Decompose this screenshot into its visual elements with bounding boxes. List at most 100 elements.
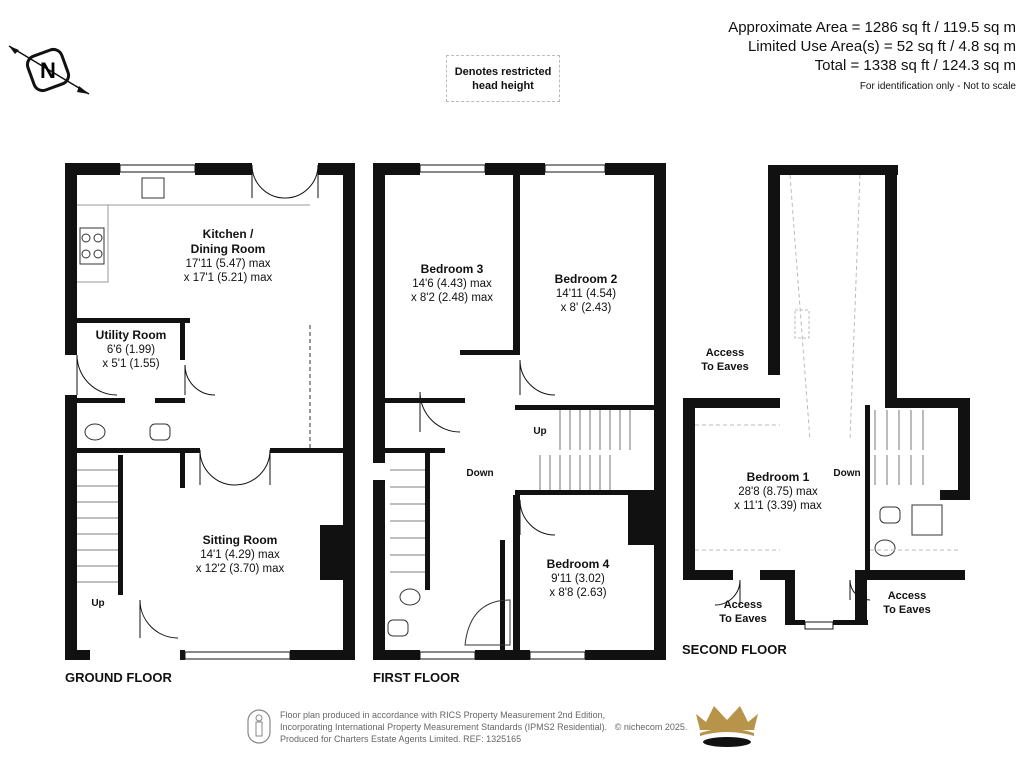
wall [833,620,868,625]
wall [270,448,350,453]
wall [585,650,666,660]
shower-icon [464,599,511,646]
footer-line-2: Incorporating International Property Mea… [280,722,608,732]
window [419,164,486,173]
wall [65,163,120,175]
legend-text: Denotes restricted head height [454,65,552,92]
wall [855,580,867,625]
hob-ring [93,233,103,243]
wall [785,570,795,625]
wall [865,490,870,570]
scale-note: For identification only - Not to scale [859,81,1016,92]
door-swing [419,391,461,433]
wall [155,398,185,403]
svg-text:N: N [40,58,56,83]
door-swing [76,354,118,396]
limited-area: Limited Use Area(s) = 52 sq ft / 4.8 sq … [747,38,1016,55]
window [119,164,196,173]
wall [683,398,695,580]
door-swing [519,359,556,396]
wall [118,455,123,595]
stairs-up-label-ground: Up [91,598,105,609]
wall [795,620,805,625]
door-swing [849,579,871,601]
wall [180,318,185,360]
total-area: Total = 1338 sq ft / 124.3 sq m [814,57,1016,74]
door-swing [519,499,556,536]
wall [513,163,520,353]
door-swing [184,364,216,396]
door-swing [251,164,286,199]
toilet-icon [874,539,896,557]
worktop [77,204,310,283]
footer-line-3: Produced for Charters Estate Agents Limi… [280,734,522,744]
door-swing [284,164,319,199]
wall [195,163,252,175]
basin-icon [149,423,171,441]
wall [940,490,970,500]
shower-icon [911,504,943,536]
wall [500,540,505,650]
wall [385,398,465,403]
wall [65,395,77,650]
wall [385,448,445,453]
wall [373,480,385,660]
footer-text: Floor plan produced in accordance with R… [280,709,687,745]
door-swing [714,579,741,606]
restricted-head-height-line [695,174,958,551]
hob-ring [81,233,91,243]
hob-ring [93,249,103,259]
sink-icon [141,177,165,199]
wall [760,570,785,580]
window [184,651,291,660]
wall [373,163,385,463]
wall [855,570,965,580]
wall [373,650,420,660]
toilet-icon [399,588,421,606]
person-scale-icon [247,709,271,744]
first-floor-label: FIRST FLOOR [373,670,460,685]
wall [683,570,733,580]
window [544,164,606,173]
wall [628,495,654,545]
area-summary: Approximate Area = 1286 sq ft / 119.5 sq… [728,18,1016,96]
door-swing [234,449,271,486]
wall [515,405,655,410]
wall [180,650,185,660]
wall [683,398,780,408]
wall [605,163,666,175]
wall [515,490,655,495]
wall [65,448,200,453]
ground-floor-label: GROUND FLOOR [65,670,172,685]
toilet-icon [84,423,106,441]
wall [290,650,355,660]
approximate-area: Approximate Area = 1286 sq ft / 119.5 sq… [728,19,1016,36]
compass-north-icon: N [8,45,90,95]
wall [958,398,970,498]
footer-line-1: Floor plan produced in accordance with R… [280,710,606,720]
basin-icon [387,619,409,637]
basin-icon [879,506,901,524]
wall [885,165,897,400]
restricted-head-height-legend: Denotes restricted head height [446,55,560,102]
wall [65,650,90,660]
wall [768,165,898,175]
wall [65,318,190,323]
wall [475,650,530,660]
stairs-down-label-second: Down [833,468,861,479]
window [529,651,586,660]
crown-logo-icon [696,706,758,747]
stairs-up-label-first: Up [533,426,547,437]
wall [180,448,185,488]
door-swing [139,599,179,639]
wall [460,350,520,355]
wall [425,450,430,590]
